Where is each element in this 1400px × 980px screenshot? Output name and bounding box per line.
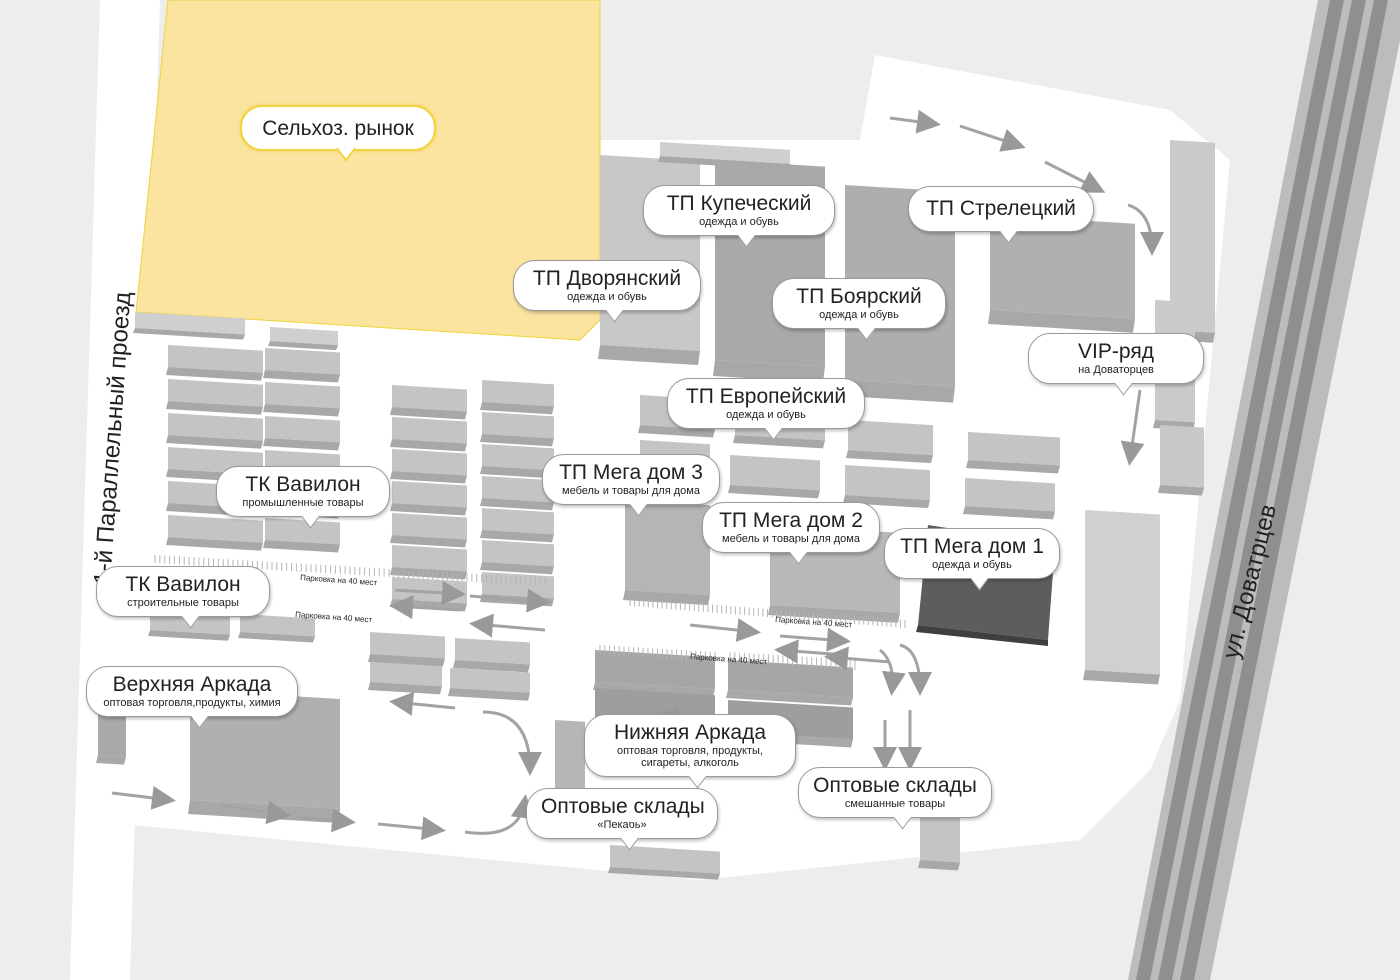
callout-megadom2-sub: мебель и товары для дома xyxy=(722,533,860,545)
building-block xyxy=(1158,425,1204,496)
building-block xyxy=(390,513,467,548)
callout-evropeysky-sub: одежда и обувь xyxy=(726,409,806,421)
callout-evropeysky[interactable]: ТП Европейский одежда и обувь xyxy=(667,378,865,429)
building-block xyxy=(238,614,315,643)
building-block xyxy=(480,380,554,415)
callout-vavilon-prom[interactable]: ТК Вавилон промышленные товары xyxy=(216,466,390,517)
callout-vip[interactable]: VIP-ряд на Доваторцев xyxy=(1028,333,1204,384)
building-block xyxy=(263,382,340,417)
building-block xyxy=(963,478,1055,520)
building-block xyxy=(453,638,530,673)
building-block xyxy=(480,508,554,543)
callout-boyarsky[interactable]: ТП Боярский одежда и обувь xyxy=(772,278,946,329)
callout-verkh-arkada-sub: оптовая торговля,продукты, химия xyxy=(103,697,281,709)
callout-vavilon-prom-title: ТК Вавилон xyxy=(245,473,361,496)
callout-sklady-mix-title: Оптовые склады xyxy=(813,774,977,797)
callout-sklady-pekar-title: Оптовые склады xyxy=(541,795,705,818)
callout-megadom2[interactable]: ТП Мега дом 2 мебель и товары для дома xyxy=(702,502,880,553)
building-block xyxy=(623,500,710,606)
building-block xyxy=(166,413,263,449)
building-block xyxy=(480,444,554,479)
building-block xyxy=(390,481,467,516)
building-block xyxy=(390,385,467,420)
callout-nizh-arkada-title: Нижняя Аркада xyxy=(613,721,767,744)
callout-kupechesky-title: ТП Купеческий xyxy=(666,192,812,215)
callout-sklady-pekar-sub: «Пекарь» xyxy=(597,819,647,831)
callout-vavilon-stroy[interactable]: ТК Вавилон строительные товары xyxy=(96,566,270,617)
building-block xyxy=(263,416,340,451)
building-block xyxy=(166,345,263,381)
building-block xyxy=(966,432,1060,474)
building-block xyxy=(843,465,930,509)
callout-megadom2-title: ТП Мега дом 2 xyxy=(719,509,863,532)
callout-megadom3-title: ТП Мега дом 3 xyxy=(559,461,703,484)
callout-dvoryansky[interactable]: ТП Дворянский одежда и обувь xyxy=(513,260,701,311)
callout-vavilon-stroy-sub: строительные товары xyxy=(127,597,239,609)
traffic-arrows xyxy=(111,109,1164,841)
building-block xyxy=(480,412,554,447)
building-block xyxy=(480,476,554,511)
building-block xyxy=(263,518,340,553)
right-avenue xyxy=(1128,0,1400,980)
callout-megadom3[interactable]: ТП Мега дом 3 мебель и товары для дома xyxy=(542,454,720,505)
building-block xyxy=(268,327,338,351)
building-block xyxy=(133,312,245,340)
building-block xyxy=(368,662,442,695)
callout-selkhoz-title: Сельхоз. рынок xyxy=(262,117,414,140)
callout-megadom3-sub: мебель и товары для дома xyxy=(562,485,700,497)
callout-boyarsky-sub: одежда и обувь xyxy=(819,309,899,321)
building-block xyxy=(918,810,960,871)
building-block xyxy=(480,540,554,575)
callout-dvoryansky-sub: одежда и обувь xyxy=(567,291,647,303)
building-block xyxy=(658,142,790,170)
callout-verkh-arkada-title: Верхняя Аркада xyxy=(112,673,272,696)
building-block xyxy=(846,420,933,464)
callout-nizh-arkada-sub: оптовая торговля, продукты, сигареты, ал… xyxy=(617,745,763,769)
callout-vavilon-prom-sub: промышленные товары xyxy=(242,497,364,509)
building-block xyxy=(608,845,720,880)
callout-vip-title: VIP-ряд xyxy=(1078,340,1154,363)
building-block xyxy=(726,660,853,706)
callout-sklady-pekar[interactable]: Оптовые склады «Пекарь» xyxy=(526,788,718,839)
parking-stripes xyxy=(154,555,906,670)
callout-sklady-mix[interactable]: Оптовые склады смешанные товары xyxy=(798,767,992,818)
callout-nizh-arkada[interactable]: Нижняя Аркада оптовая торговля, продукты… xyxy=(584,714,796,777)
callout-streletsky-title: ТП Стрелецкий xyxy=(926,197,1076,220)
building-block xyxy=(988,215,1135,333)
callout-boyarsky-title: ТП Боярский xyxy=(796,285,922,308)
callout-megadom1[interactable]: ТП Мега дом 1 одежда и обувь xyxy=(884,528,1060,579)
callout-megadom1-sub: одежда и обувь xyxy=(932,559,1012,571)
building-block xyxy=(390,449,467,484)
callout-verkh-arkada[interactable]: Верхняя Аркада оптовая торговля,продукты… xyxy=(86,666,298,717)
callout-streletsky[interactable]: ТП Стрелецкий xyxy=(908,186,1094,232)
building-block xyxy=(368,632,445,667)
building-block xyxy=(166,379,263,415)
building-block xyxy=(728,455,820,499)
building-block xyxy=(1083,510,1160,685)
callout-evropeysky-title: ТП Европейский xyxy=(685,385,847,408)
building-block xyxy=(263,348,340,383)
callout-vavilon-stroy-title: ТК Вавилон xyxy=(125,573,241,596)
callout-sklady-mix-sub: смешанные товары xyxy=(844,798,946,810)
callout-selkhoz[interactable]: Сельхоз. рынок xyxy=(240,105,436,151)
building-block xyxy=(448,668,530,701)
callout-kupechesky-sub: одежда и обувь xyxy=(699,216,779,228)
building-block xyxy=(166,515,263,551)
callout-dvoryansky-title: ТП Дворянский xyxy=(532,267,682,290)
callout-kupechesky[interactable]: ТП Купеческий одежда и обувь xyxy=(643,185,835,236)
building-block xyxy=(390,417,467,452)
callout-vip-sub: на Доваторцев xyxy=(1078,364,1154,376)
callout-megadom1-title: ТП Мега дом 1 xyxy=(900,535,1044,558)
selkhoz-market-area xyxy=(135,0,601,341)
